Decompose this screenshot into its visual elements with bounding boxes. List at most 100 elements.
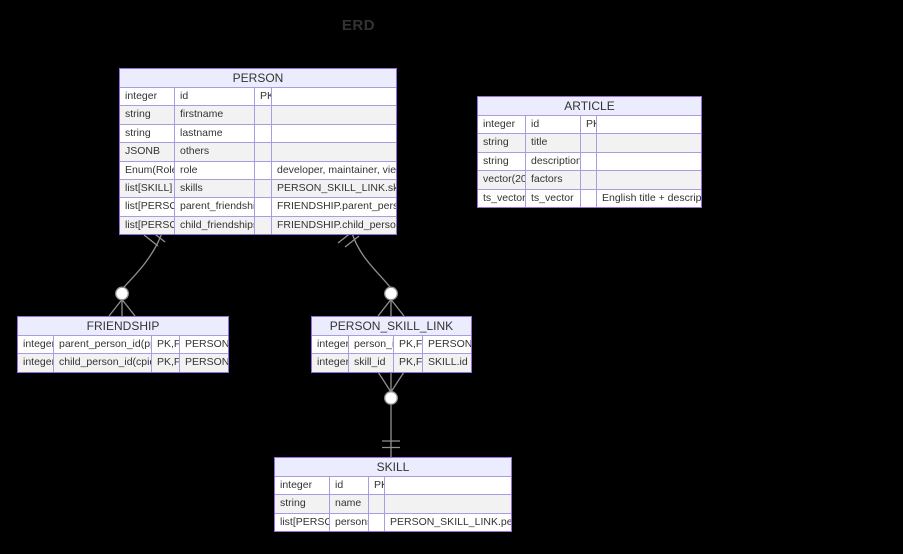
attr-type: integer xyxy=(120,88,175,106)
relationship-line xyxy=(123,232,163,288)
table-row: integeridPK xyxy=(120,87,396,106)
table-row: integerparent_person_id(ppid)PK,FKPERSON… xyxy=(18,335,228,354)
attr-key: PK,FK xyxy=(152,354,180,372)
entity-title: FRIENDSHIP xyxy=(18,317,228,335)
attr-comment: FRIENDSHIP.parent_person_id xyxy=(277,200,396,213)
attr-name: ts_vector xyxy=(526,189,581,207)
entity-person: PERSONintegeridPKstringfirstnamestringla… xyxy=(119,68,397,236)
attr-key xyxy=(581,171,597,189)
attr-comment: SKILL.id xyxy=(428,356,468,369)
attr-type: string xyxy=(275,495,330,513)
attr-key xyxy=(255,106,272,124)
attr-type: list[PERSON] xyxy=(120,216,175,235)
attr-name: skill_id xyxy=(349,354,394,372)
attr-key xyxy=(369,513,385,532)
table-row: integeridPK xyxy=(478,115,701,134)
attr-name: description xyxy=(526,152,581,171)
crow-foot xyxy=(108,299,136,317)
attr-key: PK,FK xyxy=(152,336,180,354)
attr-name: title xyxy=(526,134,581,152)
attr-key xyxy=(255,143,272,161)
attr-key xyxy=(581,152,597,171)
table-row: integerchild_person_id(cpid)PK,FKPERSON.… xyxy=(18,353,228,372)
attr-key: PK xyxy=(581,116,597,134)
attr-comment xyxy=(597,116,701,133)
cardinality-one-tick xyxy=(143,234,159,247)
attr-name: parent_friendships xyxy=(175,198,255,216)
attr-name: name xyxy=(330,495,369,513)
attr-key: PK xyxy=(255,88,272,106)
entity-title: PERSON xyxy=(120,69,396,87)
attr-comment xyxy=(597,134,701,151)
cardinality-zero-circle xyxy=(115,286,129,301)
attr-comment: PERSON_SKILL_LINK.person_id xyxy=(390,515,511,528)
attr-name: id xyxy=(526,116,581,134)
diagram-title: ERD xyxy=(341,17,376,34)
table-row: integeridPK xyxy=(275,476,511,495)
attr-name: firstname xyxy=(175,106,255,124)
attr-type: integer xyxy=(312,354,349,372)
attr-type: ts_vector xyxy=(478,189,526,207)
attr-type: string xyxy=(478,152,526,171)
table-row: list[PERSON]child_friendshipsFRIENDSHIP.… xyxy=(120,215,396,235)
attr-key xyxy=(255,161,272,179)
crow-foot xyxy=(377,371,405,393)
attr-comment xyxy=(597,171,701,188)
attr-type: string xyxy=(120,106,175,124)
attr-name: persons xyxy=(330,513,369,532)
attr-type: list[SKILL] xyxy=(120,179,175,198)
attr-key xyxy=(581,134,597,152)
attr-type: Enum(Role) xyxy=(120,161,175,179)
entity-skill: SKILLintegeridPKstringnamelist[PERSON]pe… xyxy=(274,457,512,533)
attr-key xyxy=(369,495,385,513)
entity-title: SKILL xyxy=(275,458,511,476)
attr-key xyxy=(255,198,272,216)
attr-comment xyxy=(272,106,396,123)
entity-friendship: FRIENDSHIPintegerparent_person_id(ppid)P… xyxy=(17,316,229,373)
relationship-person-friendship xyxy=(108,230,166,317)
attr-key: PK,FK xyxy=(394,336,423,354)
attr-key: PK,FK xyxy=(394,354,423,372)
attr-comment xyxy=(272,143,396,160)
attr-key xyxy=(255,216,272,235)
relationship-line xyxy=(351,232,391,288)
attr-comment: PERSON.id xyxy=(185,338,228,350)
attr-comment: PERSON_SKILL_LINK.skill_id xyxy=(277,181,396,194)
attr-name: role xyxy=(175,161,255,179)
attr-name: id xyxy=(175,88,255,106)
attr-name: others xyxy=(175,143,255,161)
attr-comment xyxy=(385,495,511,512)
attr-comment: PERSON.id xyxy=(185,356,228,369)
attr-comment: FRIENDSHIP.child_person_id xyxy=(277,218,396,231)
attr-name: person_id xyxy=(349,336,394,354)
attr-type: string xyxy=(120,124,175,143)
entity-title: ARTICLE xyxy=(478,97,701,115)
table-row: list[PERSON]personsPERSON_SKILL_LINK.per… xyxy=(275,512,511,532)
entity-title: PERSON_SKILL_LINK xyxy=(312,317,471,335)
attr-type: integer xyxy=(18,354,54,372)
entity-article: ARTICLEintegeridPKstringtitlestringdescr… xyxy=(477,96,702,208)
attr-type: list[PERSON] xyxy=(120,198,175,216)
table-row: vector(20)factors xyxy=(478,170,701,189)
attr-type: string xyxy=(478,134,526,152)
attr-key xyxy=(255,179,272,198)
attr-name: lastname xyxy=(175,124,255,143)
attr-type: vector(20) xyxy=(478,171,526,189)
attr-type: JSONB xyxy=(120,143,175,161)
attr-comment xyxy=(385,477,511,494)
attr-name: id xyxy=(330,477,369,495)
attr-key xyxy=(581,189,597,207)
attr-type: integer xyxy=(478,116,526,134)
table-row: list[PERSON]parent_friendships FRIENDSHIP… xyxy=(120,197,396,216)
entity-person-skill-link: PERSON_SKILL_LINKintegerperson_idPK,FKPE… xyxy=(311,316,472,373)
